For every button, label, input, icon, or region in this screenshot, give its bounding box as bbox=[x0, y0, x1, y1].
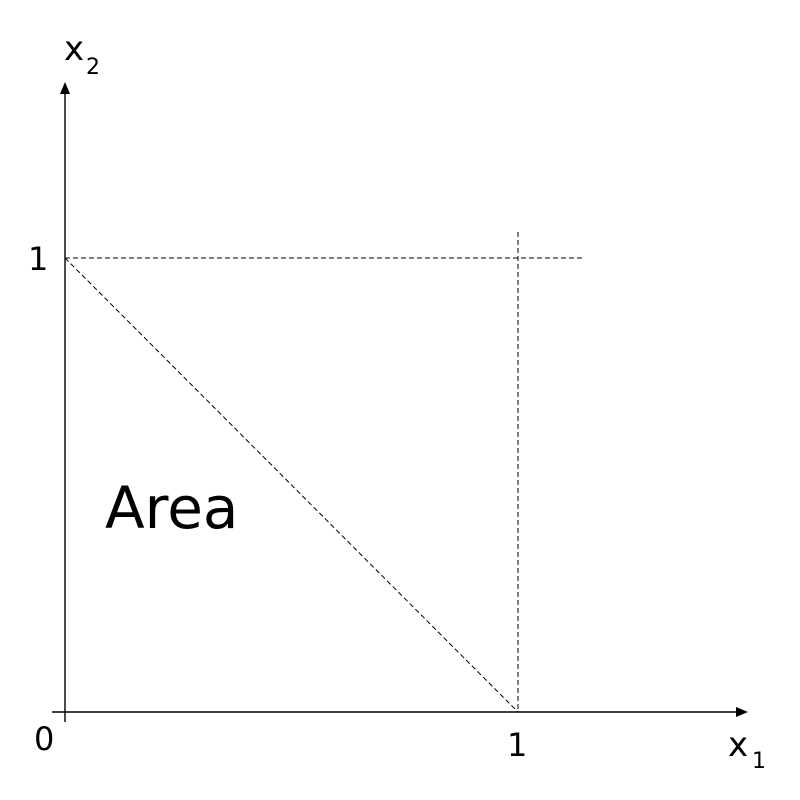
x1-axis-var: x bbox=[728, 725, 748, 765]
x1-axis-label: x 1 bbox=[728, 725, 766, 774]
diagonal-boundary-line bbox=[64, 257, 519, 713]
x2-axis-var: x bbox=[64, 29, 84, 69]
x2-tick-one-label: 1 bbox=[28, 240, 48, 278]
x2-axis-label: x 2 bbox=[64, 29, 100, 80]
area-region-label: Area bbox=[105, 474, 238, 542]
origin-label: 0 bbox=[34, 720, 54, 758]
x2-axis-arrow-icon bbox=[60, 82, 70, 94]
x2-axis-subscript: 2 bbox=[86, 55, 100, 80]
x1-tick-one-label: 1 bbox=[507, 726, 527, 764]
x1-axis-arrow-icon bbox=[736, 707, 748, 717]
x1-axis-subscript: 1 bbox=[752, 749, 766, 774]
